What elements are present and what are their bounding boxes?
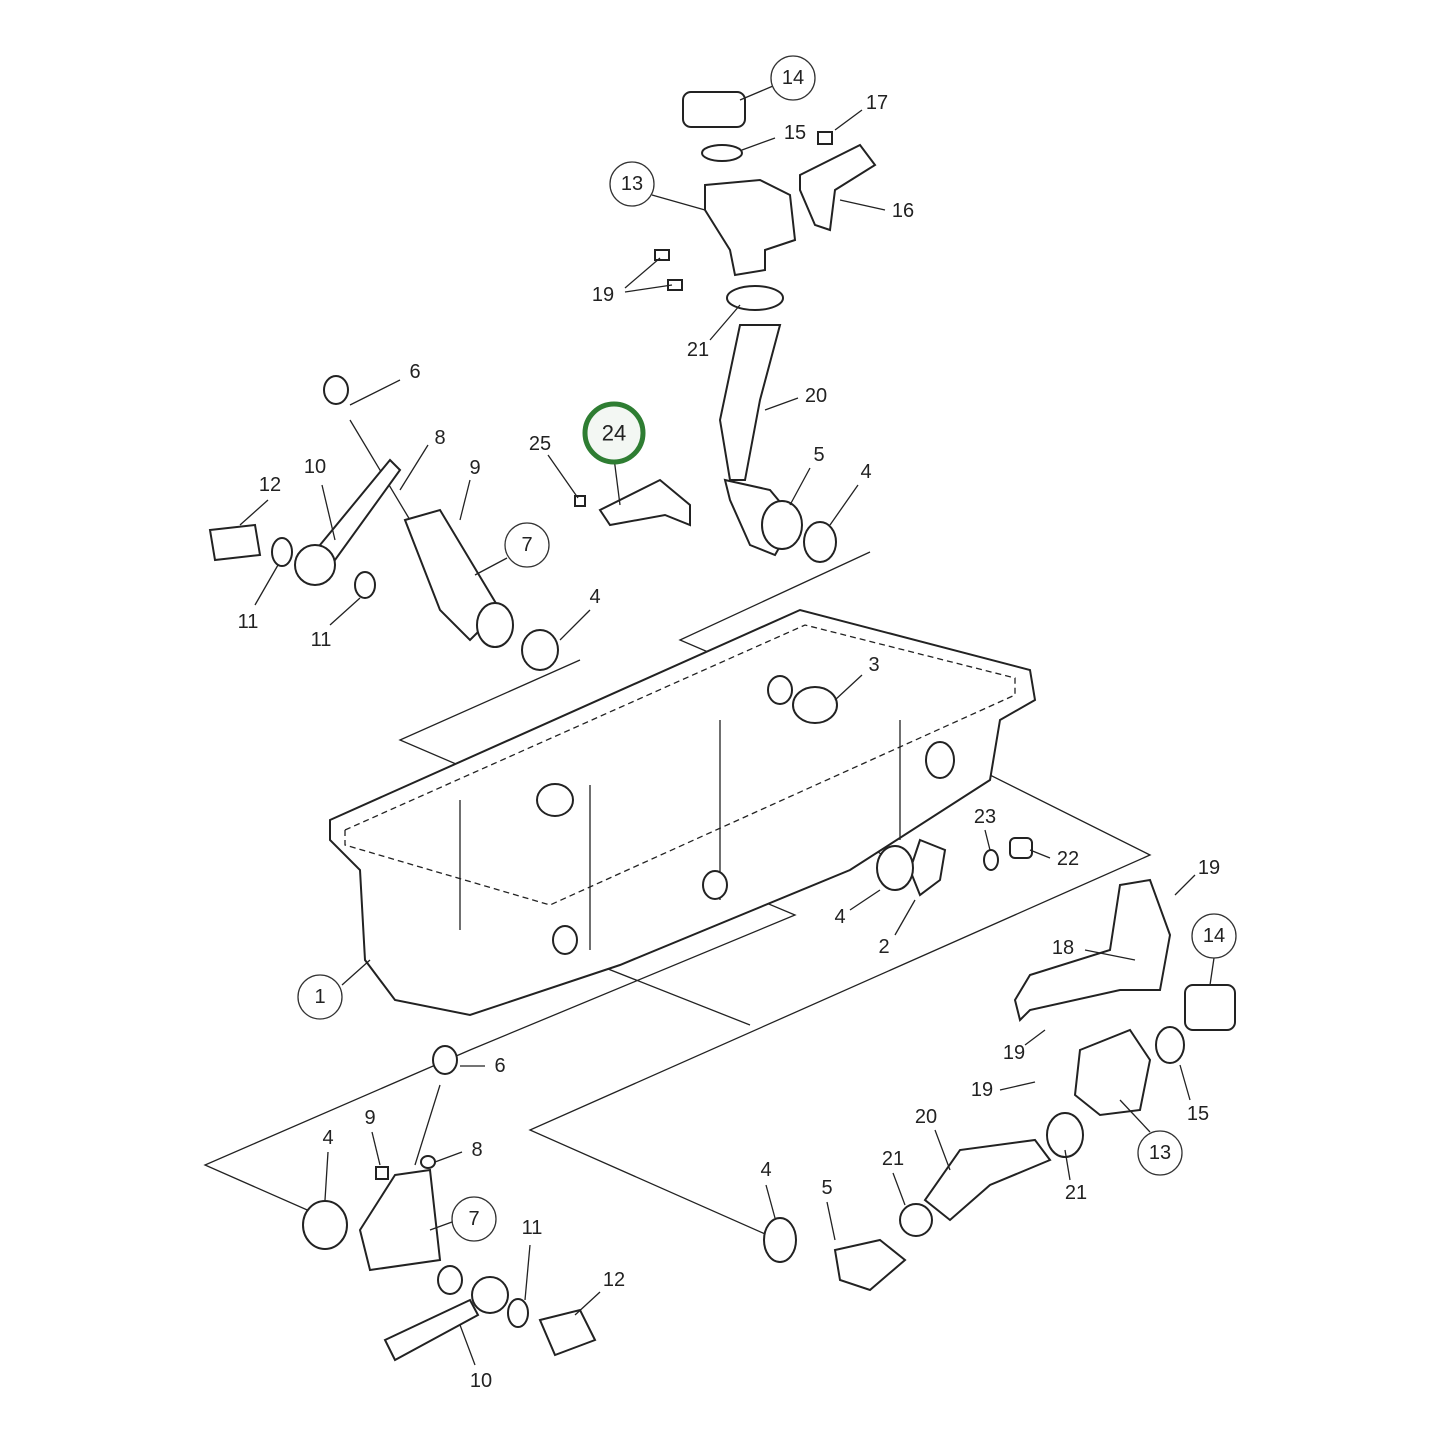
callout-10[interactable]: 10	[470, 1370, 492, 1392]
filler-assembly-lower	[763, 837, 1236, 1292]
callout-4[interactable]: 4	[860, 461, 871, 483]
callout-16[interactable]: 16	[892, 200, 914, 222]
callout-13[interactable]: 13	[1137, 1130, 1183, 1176]
callout-21[interactable]: 21	[687, 339, 709, 361]
callout-15[interactable]: 15	[784, 122, 806, 144]
callout-22[interactable]: 22	[1057, 848, 1079, 870]
svg-text:7: 7	[521, 534, 532, 556]
callout-4[interactable]: 4	[322, 1127, 333, 1149]
callout-8[interactable]: 8	[471, 1139, 482, 1161]
callout-11[interactable]: 11	[238, 611, 259, 633]
svg-text:13: 13	[621, 173, 643, 195]
callout-1[interactable]: 1	[297, 974, 343, 1020]
callout-9[interactable]: 9	[469, 457, 480, 479]
callout-10[interactable]: 10	[304, 456, 326, 478]
callout-7[interactable]: 7	[504, 522, 550, 568]
callout-8[interactable]: 8	[434, 427, 445, 449]
callout-7[interactable]: 7	[451, 1196, 497, 1242]
callout-12[interactable]: 12	[259, 474, 281, 496]
filler-assembly-upper	[654, 91, 877, 563]
svg-text:24: 24	[602, 421, 626, 446]
callout-21[interactable]: 21	[1065, 1182, 1087, 1204]
callout-19[interactable]: 19	[971, 1079, 993, 1101]
callout-9[interactable]: 9	[364, 1107, 375, 1129]
leader-lines	[239, 85, 1215, 1366]
callout-3[interactable]: 3	[868, 654, 879, 676]
callout-4[interactable]: 4	[589, 586, 600, 608]
callout-6[interactable]: 6	[409, 361, 420, 383]
dipstick-assembly-upper	[208, 375, 559, 671]
dipstick-assembly-lower	[302, 1045, 597, 1362]
callout-4[interactable]: 4	[834, 906, 845, 928]
callout-18[interactable]: 18	[1052, 937, 1074, 959]
callout-19[interactable]: 19	[1198, 857, 1220, 879]
callout-25[interactable]: 25	[529, 433, 551, 455]
oil-pan	[329, 608, 1037, 1017]
callout-14[interactable]: 14	[770, 55, 816, 101]
callout-19[interactable]: 19	[592, 284, 614, 306]
callout-6[interactable]: 6	[494, 1055, 505, 1077]
callout-20[interactable]: 20	[805, 385, 827, 407]
svg-text:14: 14	[782, 67, 804, 89]
callout-11[interactable]: 11	[522, 1217, 543, 1239]
svg-text:13: 13	[1149, 1142, 1171, 1164]
callout-21[interactable]: 21	[882, 1148, 904, 1170]
callout-20[interactable]: 20	[915, 1106, 937, 1128]
part-24-pipe	[574, 478, 691, 527]
svg-text:1: 1	[314, 986, 325, 1008]
svg-text:14: 14	[1203, 925, 1225, 947]
callout-4[interactable]: 4	[760, 1159, 771, 1181]
svg-text:7: 7	[468, 1208, 479, 1230]
callout-17[interactable]: 17	[866, 92, 888, 114]
callout-12[interactable]: 12	[603, 1269, 625, 1291]
callout-14[interactable]: 14	[1191, 913, 1237, 959]
callout-13[interactable]: 13	[609, 161, 655, 207]
callout-23[interactable]: 23	[974, 806, 996, 828]
callout-5[interactable]: 5	[821, 1177, 832, 1199]
callout-24-highlighted[interactable]: 24	[582, 401, 646, 465]
callout-11[interactable]: 11	[311, 629, 332, 651]
callout-2[interactable]: 2	[878, 936, 889, 958]
callout-5[interactable]: 5	[813, 444, 824, 466]
callouts: 14 15 17 13 16 19 21 20 6 8 24 25 5 4 12…	[238, 55, 1237, 1392]
callout-19[interactable]: 19	[1003, 1042, 1025, 1064]
callout-15[interactable]: 15	[1187, 1103, 1209, 1125]
